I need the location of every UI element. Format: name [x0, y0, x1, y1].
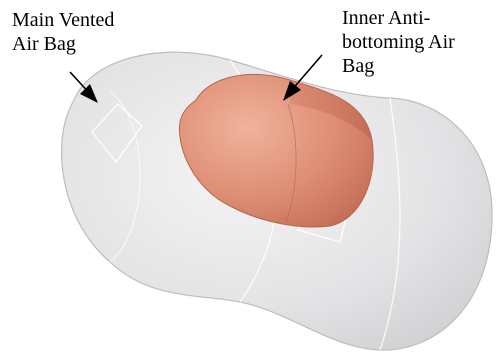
- inner-anti-bottoming-air-bag-label: Inner Anti- bottoming Air Bag: [342, 6, 502, 78]
- main-vented-air-bag-label: Main Vented Air Bag: [12, 8, 182, 56]
